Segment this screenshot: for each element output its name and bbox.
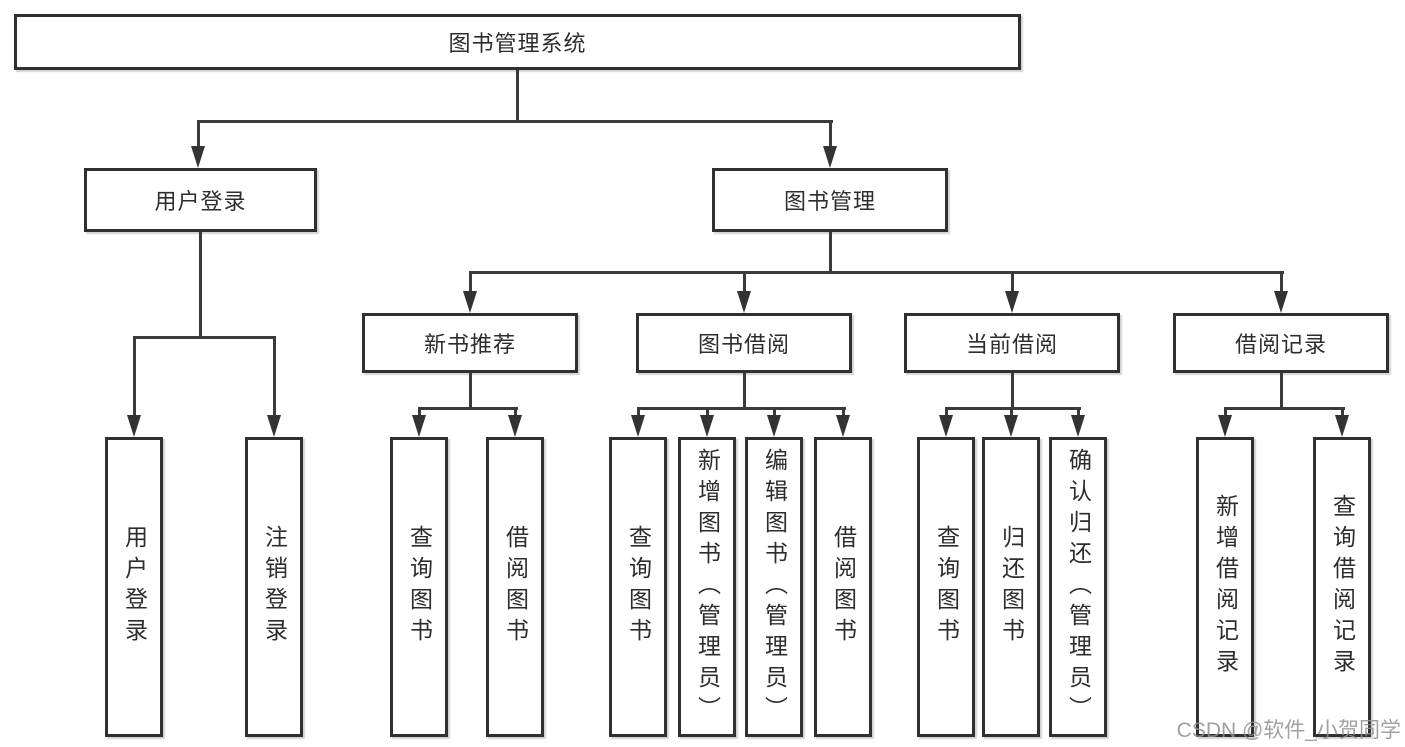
connector-vline	[514, 407, 517, 419]
leaf-label: 归还图书	[998, 525, 1025, 649]
connector-hline	[197, 120, 833, 123]
arrowhead-down	[939, 415, 953, 437]
node-label: 图书管理系统	[448, 31, 587, 56]
leaf-label: 借阅图书	[830, 525, 857, 649]
node-root-system: 图书管理系统	[14, 14, 1021, 70]
connector-hline	[469, 271, 1284, 274]
arrowhead-down	[1004, 415, 1018, 437]
leaf-query-borrow-record: 查询借阅记录	[1313, 437, 1371, 737]
leaf-label: 查询图书	[625, 525, 652, 649]
connector-vline	[842, 407, 845, 419]
leaf-label: 查询借阅记录	[1329, 494, 1356, 680]
node-current-borrowing: 当前借阅	[904, 313, 1120, 373]
leaf-label: 注销登录	[261, 525, 288, 649]
connector-vline	[637, 407, 640, 419]
arrowhead-down	[1335, 415, 1349, 437]
leaf-add-borrow-record: 新增借阅记录	[1196, 437, 1254, 737]
csdn-watermark: CSDN @软件_小贺同学	[1176, 719, 1401, 742]
arrowhead-down	[767, 415, 781, 437]
connector-vline	[133, 336, 136, 417]
leaf-label: 借阅图书	[502, 525, 529, 649]
connector-vline	[273, 336, 276, 417]
arrowhead-down	[267, 415, 281, 437]
connector-vline	[1224, 407, 1227, 419]
connector-vline	[1011, 271, 1014, 293]
connector-vline	[469, 271, 472, 293]
leaf-label: 用户登录	[121, 525, 148, 649]
connector-vline	[1010, 407, 1013, 419]
node-book-borrowing: 图书借阅	[636, 313, 852, 373]
arrowhead-down	[1071, 415, 1085, 437]
connector-vline	[743, 373, 746, 410]
connector-vline	[829, 232, 832, 273]
leaf-label: 新增图书（管理员）	[694, 447, 721, 727]
leaf-add-books-admin: 新增图书（管理员）	[678, 437, 736, 737]
leaf-borrow-books: 借阅图书	[814, 437, 872, 737]
arrowhead-down	[1005, 291, 1019, 313]
leaf-label: 新增借阅记录	[1212, 494, 1239, 680]
connector-hline	[418, 407, 518, 410]
arrowhead-down	[631, 415, 645, 437]
connector-vline	[199, 232, 202, 336]
arrowhead-down	[508, 415, 522, 437]
arrowhead-down	[463, 291, 477, 313]
node-label: 图书借阅	[697, 332, 790, 357]
arrowhead-down	[700, 415, 714, 437]
node-label: 当前借阅	[965, 332, 1058, 357]
connector-vline	[743, 271, 746, 293]
arrowhead-down	[836, 415, 850, 437]
arrowhead-down	[1218, 415, 1232, 437]
leaf-label: 确认归还（管理员）	[1065, 447, 1092, 727]
connector-vline	[1077, 407, 1080, 419]
connector-vline	[197, 120, 200, 148]
arrowhead-down	[191, 146, 205, 168]
connector-vline	[706, 407, 709, 419]
connector-hline	[945, 407, 1081, 410]
connector-hline	[133, 336, 276, 339]
node-new-book-recommend: 新书推荐	[362, 313, 578, 373]
leaf-query-books-borrowing: 查询图书	[609, 437, 667, 737]
leaf-label: 编辑图书（管理员）	[761, 447, 788, 727]
leaf-return-books: 归还图书	[982, 437, 1040, 737]
leaf-borrow-books-recommend: 借阅图书	[486, 437, 544, 737]
connector-vline	[1011, 373, 1014, 410]
node-user-login: 用户登录	[84, 168, 317, 232]
connector-vline	[1341, 407, 1344, 419]
arrowhead-down	[823, 146, 837, 168]
arrowhead-down	[1274, 291, 1288, 313]
node-label: 图书管理	[783, 189, 876, 214]
leaf-query-books-current: 查询图书	[917, 437, 975, 737]
connector-vline	[1280, 373, 1283, 410]
arrowhead-down	[737, 291, 751, 313]
leaf-query-books-recommend: 查询图书	[390, 437, 448, 737]
node-book-management: 图书管理	[712, 168, 948, 232]
connector-vline	[469, 373, 472, 410]
node-label: 新书推荐	[423, 332, 516, 357]
connector-vline	[773, 407, 776, 419]
leaf-confirm-return-admin: 确认归还（管理员）	[1049, 437, 1107, 737]
connector-hline	[1224, 407, 1345, 410]
node-label: 借阅记录	[1234, 332, 1327, 357]
arrowhead-down	[127, 415, 141, 437]
leaf-logout: 注销登录	[245, 437, 303, 737]
leaf-user-login: 用户登录	[105, 437, 163, 737]
arrowhead-down	[412, 415, 426, 437]
connector-vline	[829, 120, 832, 148]
leaf-label: 查询图书	[406, 525, 433, 649]
connector-hline	[637, 407, 846, 410]
node-borrow-records: 借阅记录	[1173, 313, 1389, 373]
node-label: 用户登录	[154, 189, 247, 214]
connector-vline	[516, 70, 519, 120]
connector-vline	[418, 407, 421, 419]
connector-vline	[945, 407, 948, 419]
leaf-edit-books-admin: 编辑图书（管理员）	[745, 437, 803, 737]
connector-vline	[1280, 271, 1283, 293]
leaf-label: 查询图书	[933, 525, 960, 649]
